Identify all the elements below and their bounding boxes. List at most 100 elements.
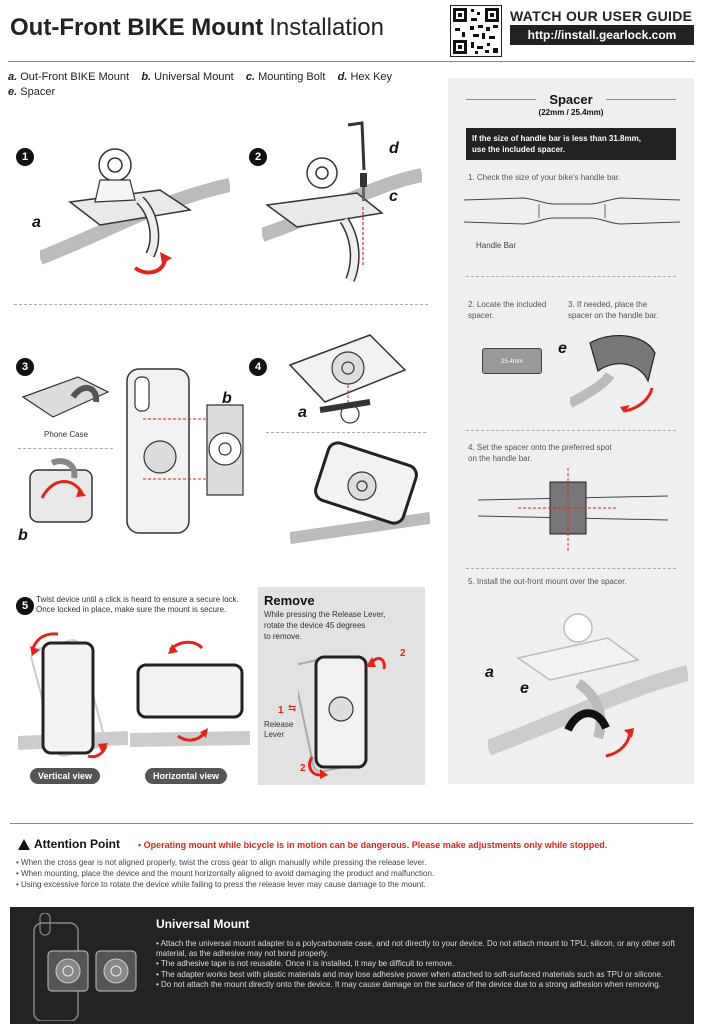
remove-step-2-top: 2	[400, 648, 406, 659]
release-arrow-icon: ⇆	[288, 703, 297, 714]
attention-list: • When the cross gear is not aligned pro…	[16, 857, 686, 890]
callout-a-spacer: a	[485, 664, 494, 681]
remove-panel: Remove While pressing the Release Lever,…	[258, 587, 425, 785]
release-lever-line: Release	[264, 720, 294, 729]
callout-e-spacer: e	[520, 680, 529, 697]
attention-divider	[10, 823, 693, 824]
step-3-case-illustration	[18, 372, 113, 432]
part-item: c. Mounting Bolt	[245, 71, 326, 83]
spacer-placement-illustration	[478, 468, 668, 558]
vertical-view-label: Vertical view	[30, 768, 101, 784]
attention-title: Attention Point	[34, 837, 120, 851]
attention-item: • Using excessive force to rotate the de…	[16, 880, 426, 889]
release-lever-label: Release Lever	[264, 720, 293, 740]
remove-line: While pressing the Release Lever,	[264, 610, 386, 619]
step-5-horizontal-illustration	[130, 640, 250, 760]
handle-bar-label: Handle Bar	[476, 241, 517, 250]
part-item: b. Universal Mount	[141, 71, 234, 83]
spacer-on-bar-illustration	[570, 333, 670, 413]
spacer-final-illustration	[488, 598, 688, 768]
step-5-note-line: Twist device until a click is heard to e…	[36, 595, 239, 604]
spacer-step-5: 5. Install the out-front mount over the …	[468, 577, 627, 586]
step-2-number: 2	[249, 148, 267, 166]
attention-item: • When mounting, place the device and th…	[16, 869, 435, 878]
step-1-number: 1	[16, 148, 34, 166]
part-item: e. Spacer	[8, 86, 56, 98]
step-1-illustration	[40, 140, 230, 290]
spacer-step-3: 3. If needed, place the spacer on the ha…	[568, 299, 678, 321]
step-5-note-line: Once locked in place, make sure the moun…	[36, 605, 227, 614]
part-item: d. Hex Key	[337, 71, 393, 83]
remove-step-1: 1	[278, 705, 284, 716]
callout-a-step4: a	[298, 404, 307, 421]
guide-url-link[interactable]: http://install.gearlock.com	[510, 25, 694, 45]
attention-item: • When the cross gear is not aligned pro…	[16, 858, 427, 867]
universal-item: • Attach the universal mount adapter to …	[156, 939, 675, 958]
step-3-press-illustration	[22, 458, 102, 528]
step-4-attach-illustration	[280, 330, 410, 430]
remove-instructions: While pressing the Release Lever, rotate…	[264, 609, 419, 642]
step-2-illustration	[262, 115, 422, 290]
handlebar-measure-illustration	[464, 190, 680, 232]
spacer-step-3-line: spacer on the handle bar.	[568, 311, 659, 320]
spacer-title-rule-right	[606, 99, 676, 100]
universal-item: • Do not attach the mount directly onto …	[156, 980, 661, 989]
step-4-divider	[266, 432, 426, 433]
attention-warning: • Operating mount while bicycle is in mo…	[138, 840, 608, 850]
spacer-title: Spacer	[549, 92, 593, 107]
universal-mount-title: Universal Mount	[156, 917, 250, 931]
callout-c: c	[389, 188, 398, 205]
universal-mount-list: • Attach the universal mount adapter to …	[156, 939, 676, 991]
remove-step-2-bottom: 2	[300, 763, 306, 774]
step-5-vertical-illustration	[18, 628, 128, 768]
universal-mount-section: Universal Mount • Attach the universal m…	[10, 907, 694, 1024]
spacer-part: 25.4mm	[482, 348, 542, 374]
callout-b-upper: b	[222, 390, 232, 407]
step-5-number: 5	[16, 597, 34, 615]
spacer-warning: If the size of handle bar is less than 3…	[466, 128, 676, 160]
header-divider	[8, 61, 695, 62]
watch-guide-title: WATCH OUR USER GUIDE	[510, 8, 693, 24]
remove-line: rotate the device 45 degrees	[264, 621, 366, 630]
spacer-divider-2	[466, 430, 676, 431]
parts-list: a. Out-Front BIKE Mount b. Universal Mou…	[8, 70, 438, 100]
phone-case-label: Phone Case	[44, 430, 89, 439]
callout-d: d	[389, 140, 399, 157]
spacer-step-3-line: 3. If needed, place the	[568, 300, 648, 309]
row-divider	[14, 304, 428, 305]
universal-item: • The adhesive tape is not reusable. Onc…	[156, 959, 455, 968]
spacer-title-rule-left	[466, 99, 536, 100]
spacer-panel: Spacer (22mm / 25.4mm) If the size of ha…	[448, 78, 694, 784]
spacer-divider-3	[466, 568, 676, 569]
step-3-number: 3	[16, 358, 34, 376]
step-4-mounted-illustration	[290, 438, 430, 568]
spacer-step-2-line: spacer.	[468, 311, 494, 320]
universal-mount-illustration	[26, 913, 146, 1021]
spacer-step-4: 4. Set the spacer onto the preferred spo…	[468, 442, 612, 464]
spacer-step-1: 1. Check the size of your bike's handle …	[468, 173, 621, 182]
warning-icon	[18, 839, 30, 850]
callout-b-lower: b	[18, 527, 28, 544]
title-light-part: Installation	[269, 14, 385, 41]
horizontal-view-label: Horizontal view	[145, 768, 228, 784]
step-4-number: 4	[249, 358, 267, 376]
step-5-note: Twist device until a click is heard to e…	[36, 595, 251, 615]
spacer-step-2: 2. Locate the included spacer.	[468, 299, 568, 321]
spacer-step-4-line: on the handle bar.	[468, 454, 533, 463]
remove-line: to remove.	[264, 632, 302, 641]
spacer-divider-1	[466, 276, 676, 277]
callout-e: e	[558, 340, 567, 357]
spacer-step-4-line: 4. Set the spacer onto the preferred spo…	[468, 443, 612, 452]
spacer-step-2-line: 2. Locate the included	[468, 300, 547, 309]
qr-code-icon[interactable]	[450, 5, 502, 57]
remove-illustration	[298, 649, 388, 779]
callout-a: a	[32, 214, 41, 231]
spacer-subtitle: (22mm / 25.4mm)	[538, 108, 604, 117]
universal-item: • The adapter works best with plastic ma…	[156, 969, 664, 979]
step-3-case-back-illustration	[125, 367, 245, 537]
remove-title: Remove	[264, 593, 315, 608]
spacer-warning-line: use the included spacer.	[472, 145, 565, 154]
title-bold-part: Out-Front BIKE Mount	[10, 14, 264, 41]
spacer-warning-line: If the size of handle bar is less than 3…	[472, 134, 641, 143]
